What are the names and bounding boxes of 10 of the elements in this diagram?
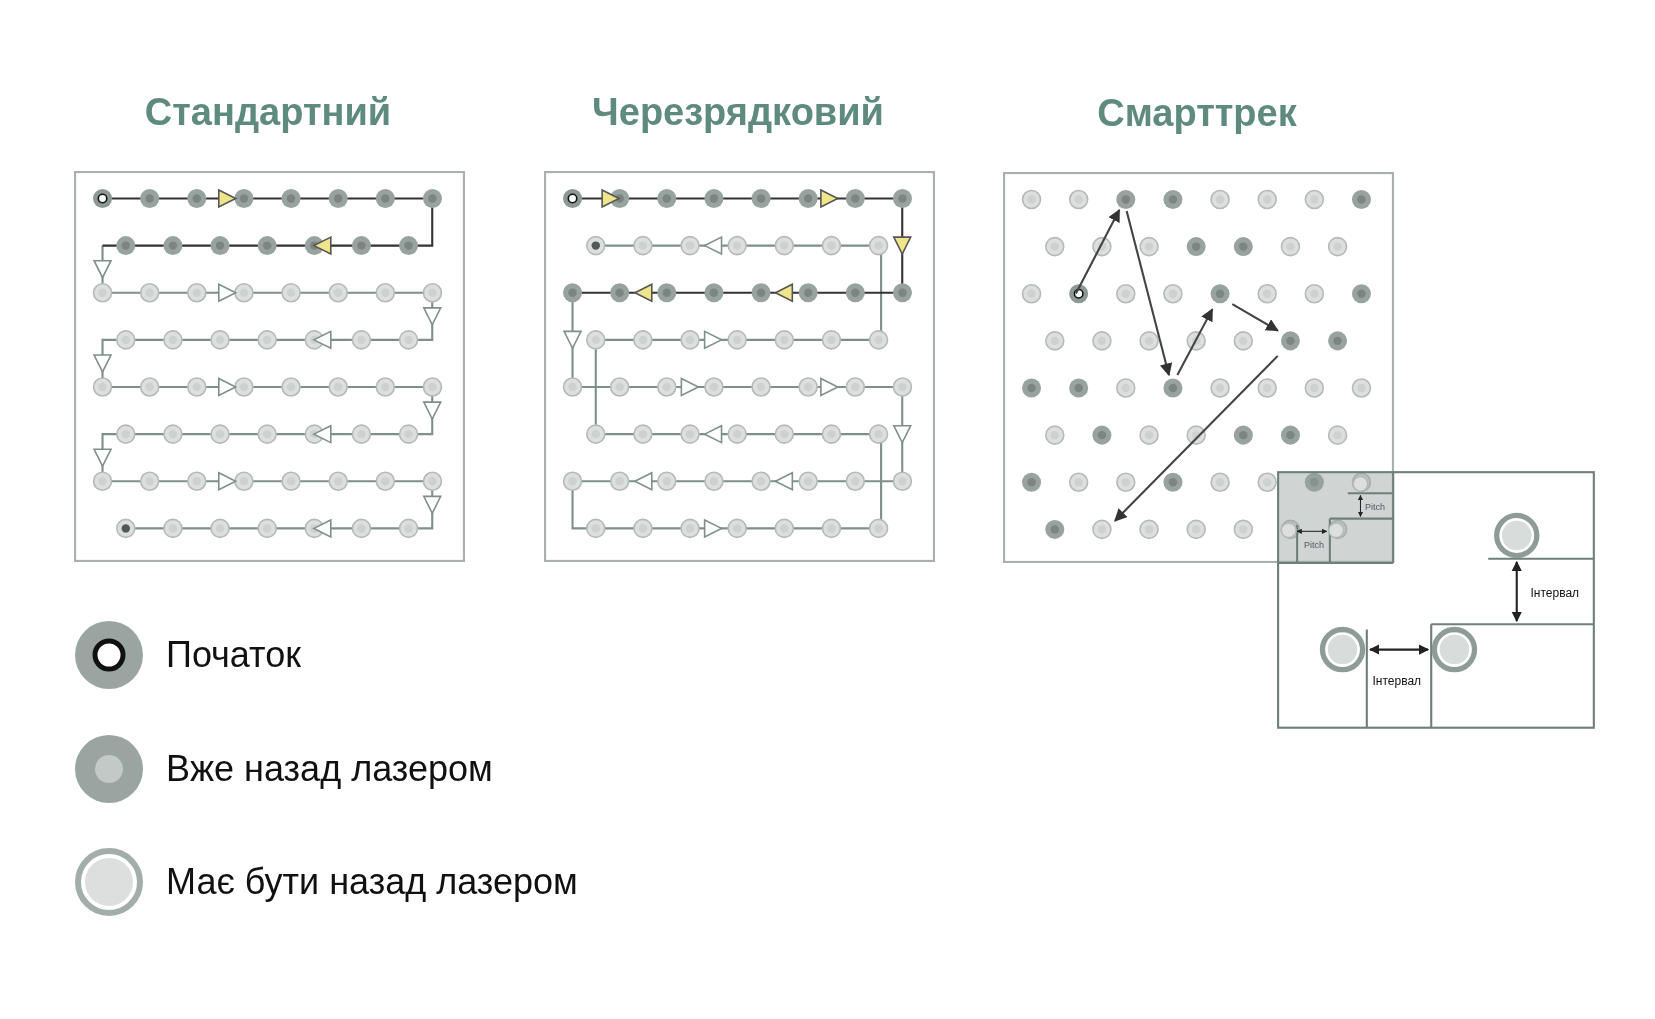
panel-heading: Стандартний xyxy=(143,91,393,134)
dimension-label: Pitch xyxy=(1365,502,1385,512)
legend-text: Початок xyxy=(166,634,301,676)
dimension-label: Інтервал xyxy=(1530,586,1580,600)
dimension-label: Pitch xyxy=(1304,540,1324,550)
dimension-label: Інтервал xyxy=(1372,674,1422,688)
legend-text: Має бути назад лазером xyxy=(166,861,578,903)
panel-heading: Смарттрек xyxy=(1096,92,1298,135)
legend-text: Вже назад лазером xyxy=(166,748,493,790)
panel-heading: Черезрядковий xyxy=(591,91,885,134)
